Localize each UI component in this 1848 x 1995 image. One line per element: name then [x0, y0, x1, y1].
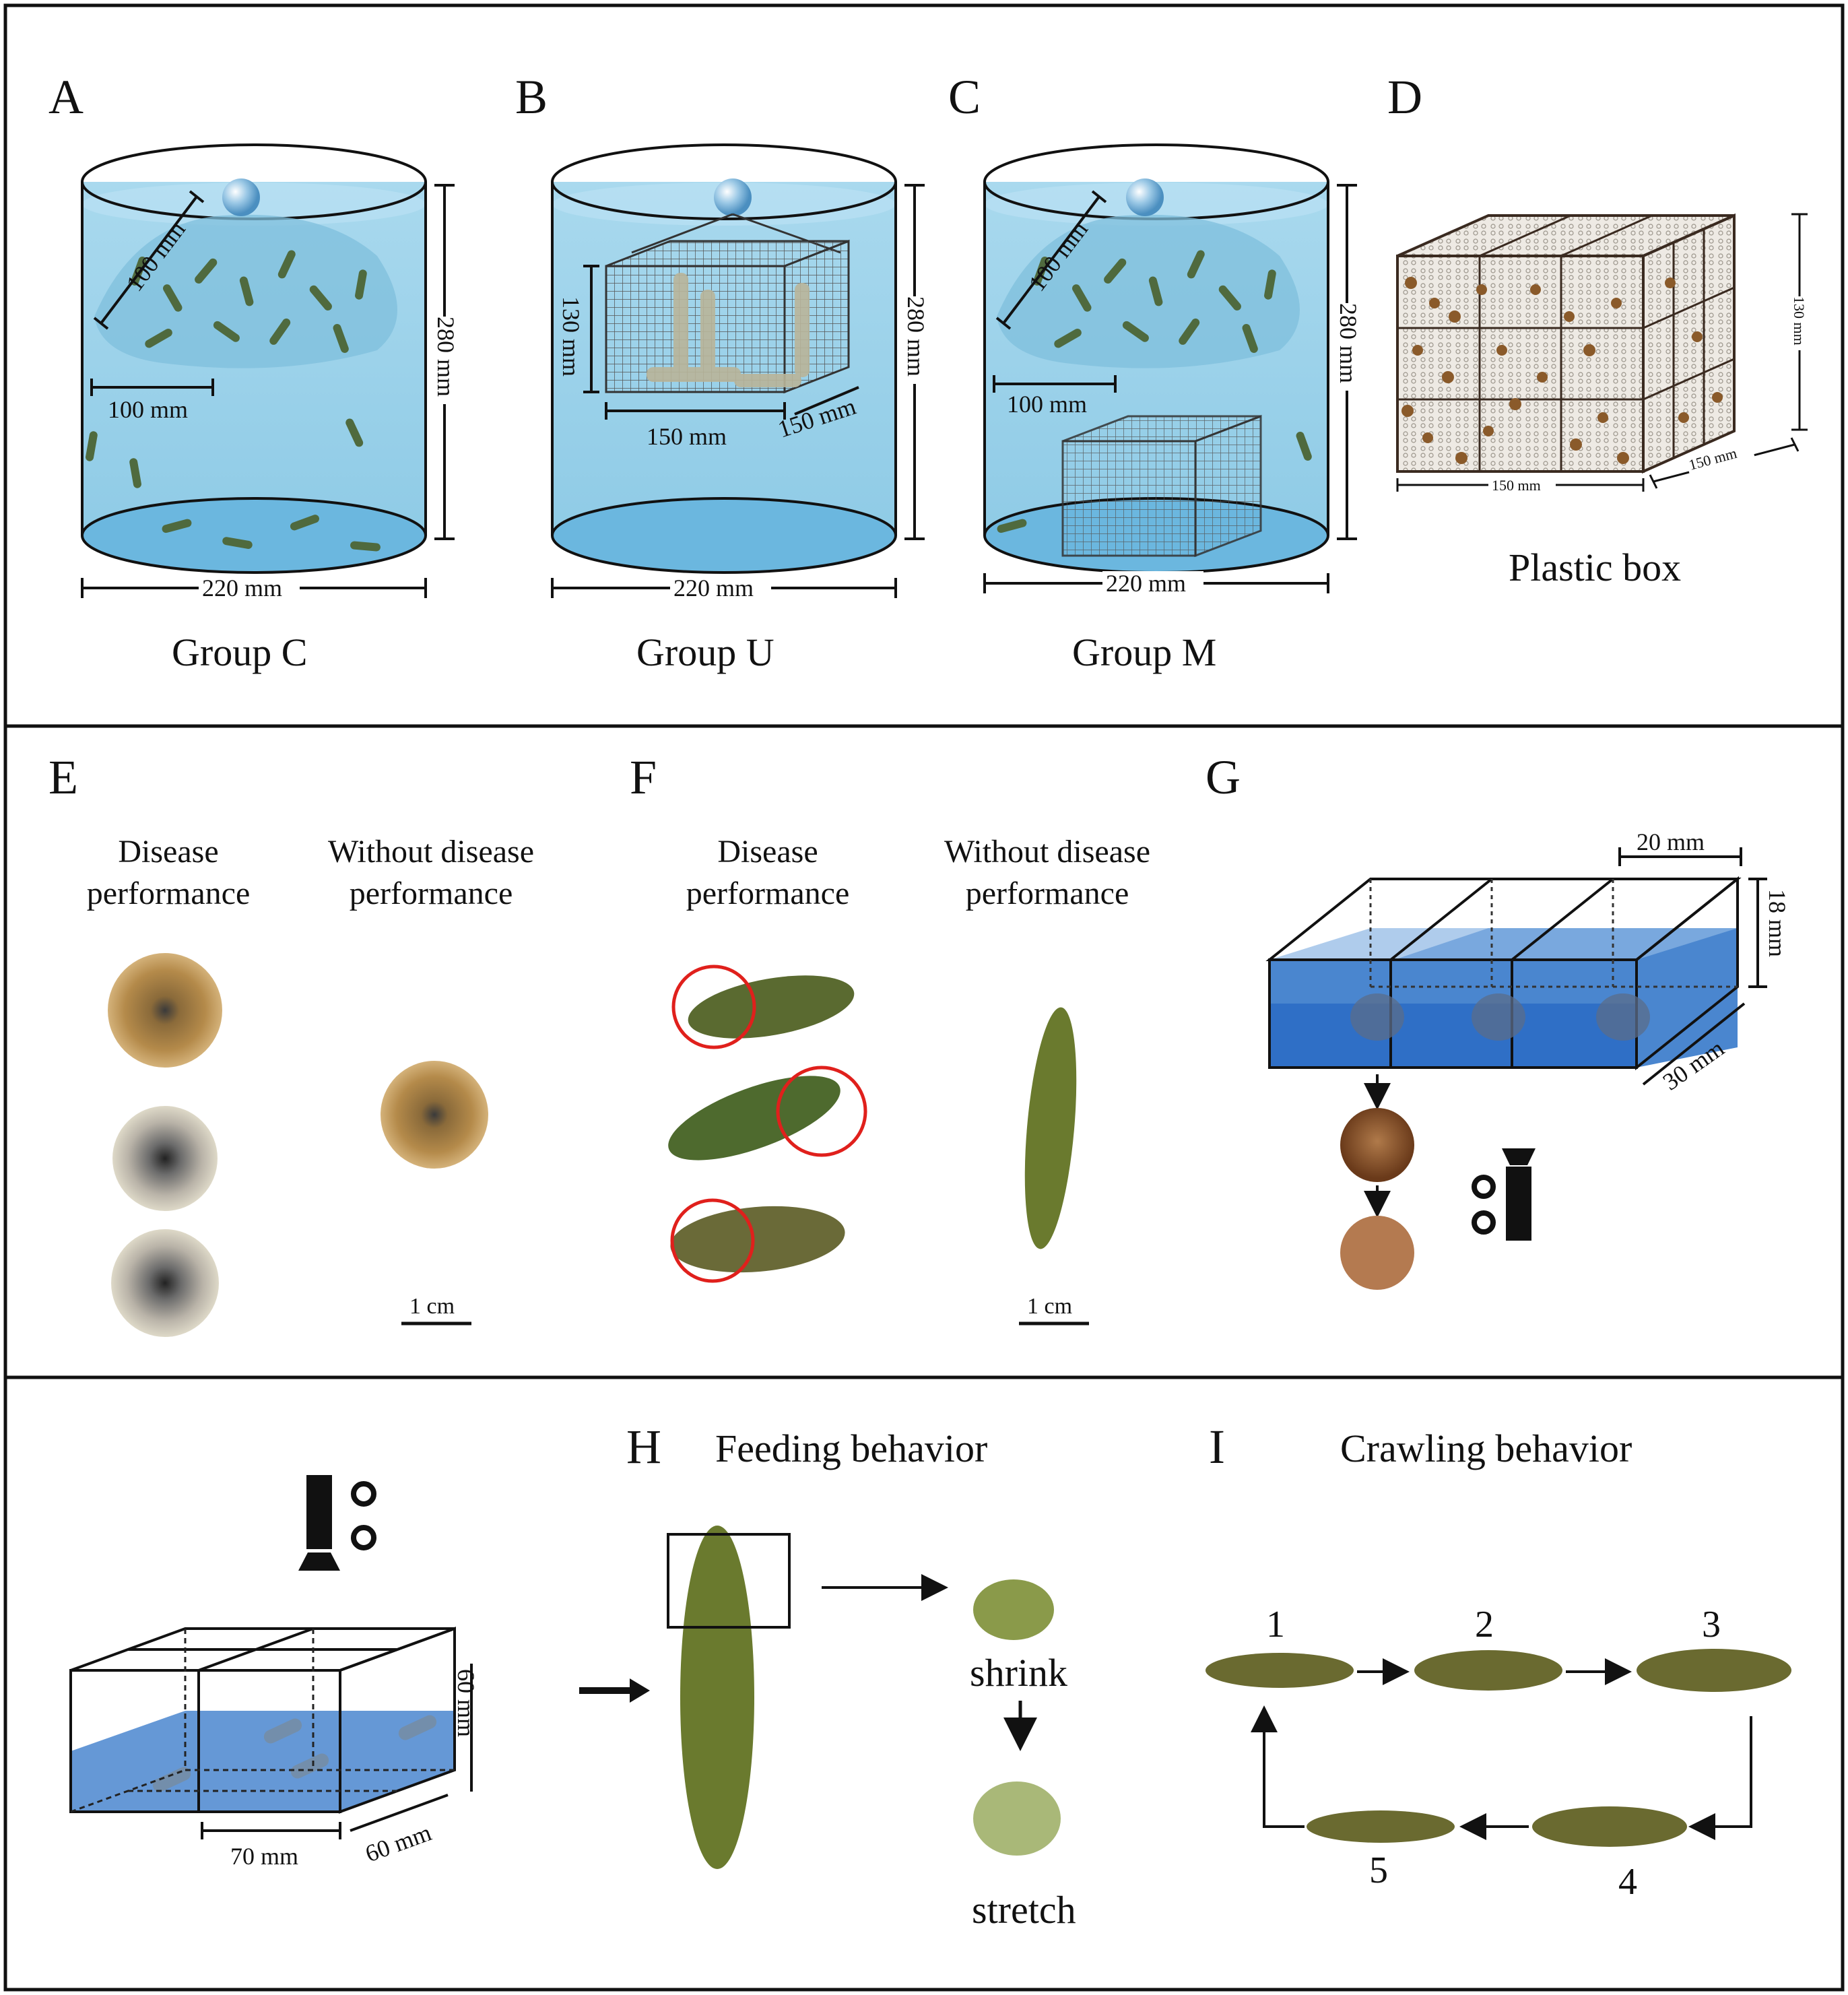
- panel-letter-d: D: [1387, 70, 1422, 124]
- crawl-step-2: 2: [1475, 1604, 1494, 1645]
- f-scale: 1 cm: [1027, 1294, 1072, 1319]
- mouth-highlight-box: [667, 1533, 791, 1629]
- cucumber-diseased-1: [688, 975, 855, 1039]
- outer-frame: [3, 3, 1845, 1992]
- panel-f: F Disease performance Without disease pe…: [630, 750, 1150, 1326]
- cucumber-feeding: [680, 1526, 754, 1869]
- urchin-sample-2: [1340, 1216, 1414, 1290]
- camera-icon-h: [298, 1475, 376, 1571]
- i-title: Crawling behavior: [1340, 1427, 1632, 1470]
- f-right-label-2: performance: [966, 876, 1129, 911]
- dim-g-h: 18 mm: [1764, 889, 1791, 957]
- urchin-sample-1: [1340, 1108, 1414, 1182]
- crawl-step-5: 5: [1369, 1850, 1388, 1891]
- caption-d: Plastic box: [1509, 546, 1681, 589]
- h-title: Feeding behavior: [715, 1427, 987, 1470]
- urchin-diseased-2: [112, 1106, 218, 1211]
- f-right-label-1: Without disease: [944, 834, 1150, 870]
- dim-a-horiz: 100 mm: [108, 396, 188, 423]
- disease-circle-2: [776, 1066, 867, 1157]
- crawl-stage-3: [1637, 1649, 1791, 1692]
- urchin-healthy: [381, 1061, 488, 1169]
- e-left-label-2: performance: [87, 876, 251, 911]
- dim-b-cage-h: 130 mm: [558, 296, 585, 377]
- tentacles-stretch: [973, 1781, 1061, 1856]
- panel-letter-h: H: [626, 1420, 661, 1474]
- crawl-stage-4: [1532, 1806, 1687, 1847]
- panel-b: B 130 mm 150 mm 150 mm: [515, 70, 929, 674]
- dim-h-tank-w: 70 mm: [230, 1843, 298, 1870]
- cucumber-diseased-3: [670, 1206, 845, 1273]
- panel-d: D 150 mm: [1387, 70, 1808, 589]
- crawl-stage-2: [1414, 1650, 1562, 1691]
- panel-letter-c: C: [948, 70, 981, 124]
- dim-h-tank-d: 60 mm: [362, 1819, 435, 1867]
- urchin-diseased-1: [108, 953, 222, 1068]
- dim-c-horiz: 100 mm: [1007, 391, 1087, 418]
- tentacles-shrink: [973, 1579, 1054, 1640]
- panel-e: E Disease performance Without disease pe…: [48, 750, 534, 1337]
- e-right-label-1: Without disease: [328, 834, 534, 870]
- crawl-step-4: 4: [1618, 1861, 1637, 1903]
- panel-g: G 20 mm 18 mm: [1206, 750, 1791, 1290]
- h-shrink: shrink: [970, 1651, 1067, 1695]
- dim-g-w: 20 mm: [1637, 828, 1705, 855]
- panel-letter-a: A: [48, 70, 84, 124]
- panel-i: I Crawling behavior 1 2 3 4 5: [1206, 1420, 1791, 1903]
- dim-d-w: 150 mm: [1492, 477, 1541, 494]
- dim-d-h: 130 mm: [1791, 296, 1808, 346]
- panel-c: C 100 mm: [948, 70, 1362, 674]
- panel-letter-b: B: [515, 70, 548, 124]
- panel-h-tank: 60 mm 70 mm 60 mm: [69, 1475, 650, 1870]
- panel-letter-f: F: [630, 750, 657, 804]
- urchin-diseased-3: [111, 1229, 219, 1337]
- disease-circle-1: [671, 964, 756, 1049]
- camera-icon: [1472, 1148, 1536, 1241]
- dim-a-height: 280 mm: [432, 317, 459, 397]
- crawl-step-1: 1: [1266, 1604, 1285, 1645]
- e-scale: 1 cm: [409, 1294, 455, 1319]
- panel-letter-i: I: [1209, 1420, 1225, 1474]
- e-left-label-1: Disease: [118, 834, 218, 870]
- cucumber-diseased-2: [668, 1076, 840, 1160]
- dim-h-tank-h: 60 mm: [453, 1669, 480, 1737]
- panel-letter-e: E: [48, 750, 78, 804]
- panel-h: H Feeding behavior shrink stretch: [626, 1420, 1076, 1932]
- dim-c-height: 280 mm: [1335, 303, 1362, 383]
- e-right-label-2: performance: [350, 876, 513, 911]
- disease-circle-3: [670, 1198, 755, 1283]
- dim-b-height: 280 mm: [902, 296, 929, 377]
- caption-a: Group C: [172, 630, 307, 674]
- f-left-label-1: Disease: [717, 834, 818, 870]
- caption-b: Group U: [636, 630, 774, 674]
- dim-b-cage-w: 150 mm: [647, 423, 727, 450]
- dim-a-width: 220 mm: [202, 575, 282, 601]
- crawl-stage-5: [1307, 1810, 1455, 1843]
- panel-letter-g: G: [1206, 750, 1241, 804]
- caption-c: Group M: [1072, 630, 1216, 674]
- f-left-label-2: performance: [686, 876, 850, 911]
- crawl-stage-1: [1206, 1653, 1354, 1688]
- panel-a: A: [48, 70, 459, 674]
- cucumber-healthy: [1024, 1007, 1077, 1249]
- h-stretch: stretch: [972, 1888, 1076, 1932]
- dim-c-width: 220 mm: [1106, 570, 1186, 597]
- dim-b-width: 220 mm: [673, 575, 754, 601]
- crawl-step-3: 3: [1702, 1604, 1721, 1645]
